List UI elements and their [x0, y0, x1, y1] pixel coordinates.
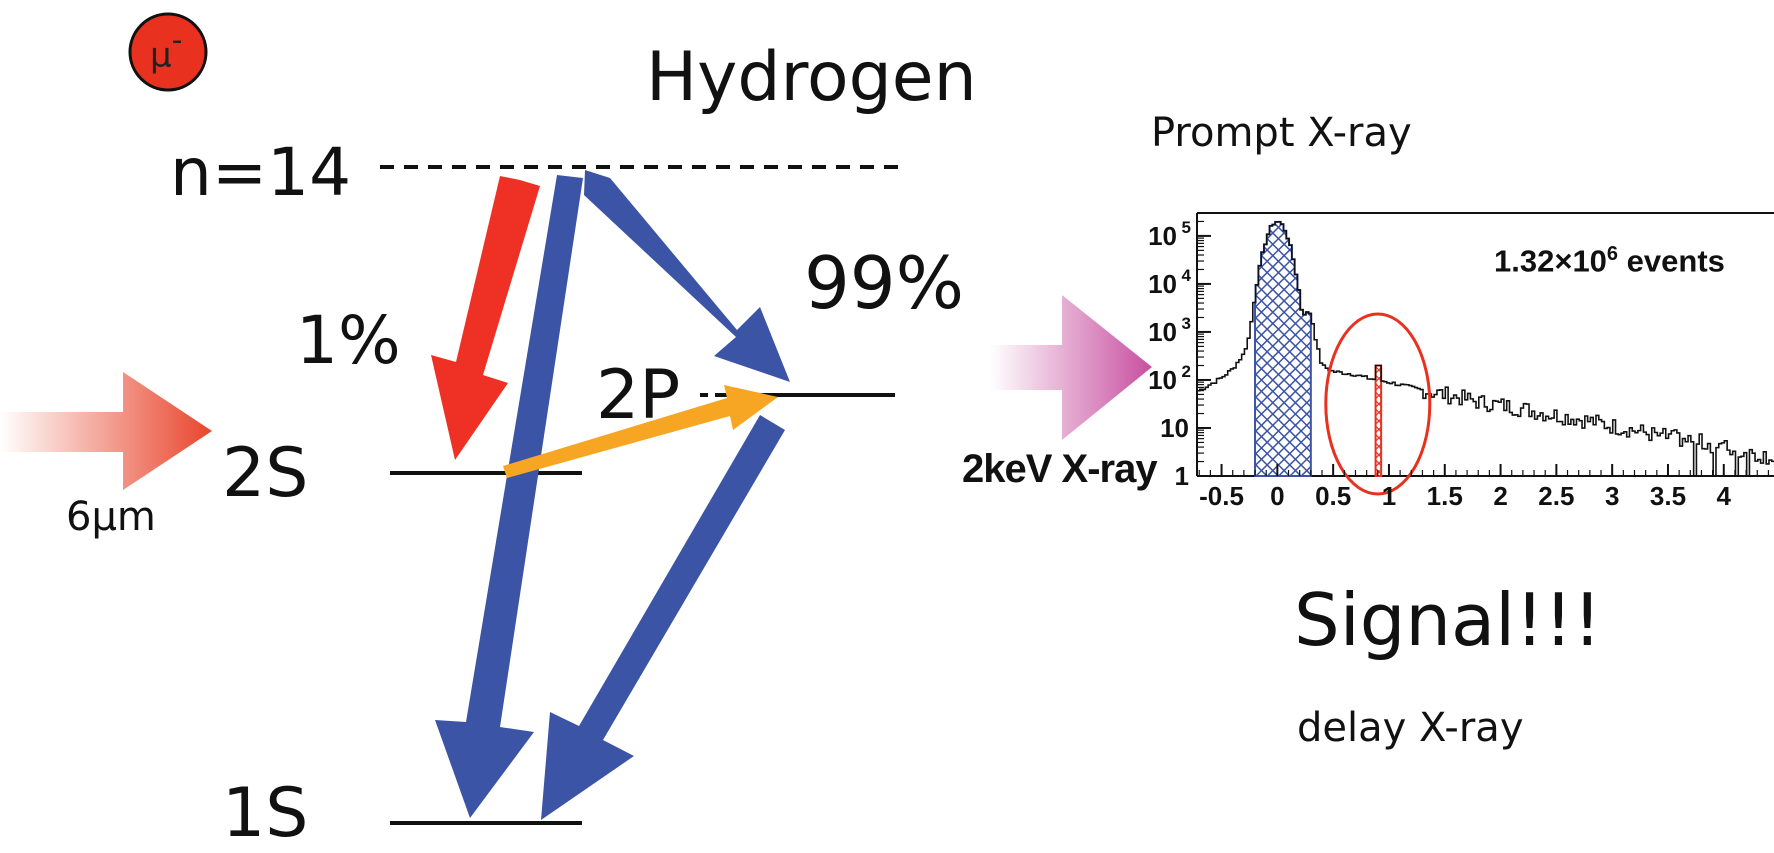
level-label-n14: n=14: [170, 134, 352, 211]
diagram-title: Hydrogen: [646, 38, 977, 117]
level-label-2s: 2S: [222, 434, 309, 513]
x-tick-label: 0.5: [1315, 481, 1351, 511]
x-tick-label: 0: [1270, 481, 1284, 511]
y-tick-exponent: 2: [1182, 362, 1191, 381]
prompt-xray-peak: [1254, 220, 1312, 477]
y-tick-label: 10: [1160, 413, 1189, 443]
delay-xray-label: delay X-ray: [1297, 705, 1524, 751]
x-tick-label: 1: [1382, 481, 1396, 511]
events-annotation-base: 1.32×10: [1494, 243, 1607, 279]
muon-badge: [128, 12, 208, 92]
histogram-outline: [1197, 221, 1774, 477]
arrow-n14-to-2s: [431, 176, 540, 460]
muon-badge-label: μ-: [150, 26, 182, 76]
arrow-n14-to-1s: [435, 175, 583, 818]
y-tick-exponent: 3: [1182, 314, 1191, 333]
events-annotation-suffix: events: [1618, 243, 1725, 279]
arrow-n14-to-2p: [584, 170, 790, 382]
xray-energy-label: 2keV X-ray: [962, 447, 1158, 491]
arrow-2s-to-2p: [503, 385, 778, 478]
events-annotation-exp: 6: [1606, 243, 1619, 265]
x-tick-label: -0.5: [1199, 481, 1244, 511]
events-annotation: 1.32×106 events: [1494, 244, 1725, 276]
x-tick-label: 4: [1717, 481, 1732, 511]
y-tick-exponent: 5: [1182, 218, 1191, 237]
y-tick-label: 1: [1175, 461, 1189, 491]
laser-arrow: [0, 372, 212, 490]
y-tick-label: 10: [1148, 365, 1177, 395]
prompt-xray-label: Prompt X-ray: [1151, 110, 1412, 156]
muon-symbol: μ: [150, 35, 172, 76]
muon-charge: -: [171, 23, 183, 58]
x-tick-label: 3.5: [1650, 481, 1686, 511]
level-label-2p: 2P: [596, 356, 681, 435]
branching-label-99pct: 99%: [804, 241, 965, 325]
x-tick-label: 2: [1493, 481, 1507, 511]
y-tick-label: 10: [1148, 269, 1177, 299]
laser-wavelength-label: 6μm: [66, 494, 156, 540]
signal-label: Signal!!!: [1294, 578, 1602, 662]
arrow-2p-to-1s: [541, 415, 785, 820]
x-tick-label: 1.5: [1427, 481, 1463, 511]
branching-label-1pct: 1%: [296, 302, 401, 379]
y-tick-label: 10: [1148, 317, 1177, 347]
delay-xray-peak: [1374, 364, 1383, 477]
level-label-1s: 1S: [222, 774, 309, 853]
x-tick-label: 3: [1605, 481, 1619, 511]
signal-highlight-circle: [1324, 312, 1432, 496]
y-tick-exponent: 4: [1182, 266, 1192, 285]
y-tick-label: 10: [1148, 221, 1177, 251]
x-tick-label: 2.5: [1538, 481, 1574, 511]
xray-arrow: [990, 295, 1152, 440]
